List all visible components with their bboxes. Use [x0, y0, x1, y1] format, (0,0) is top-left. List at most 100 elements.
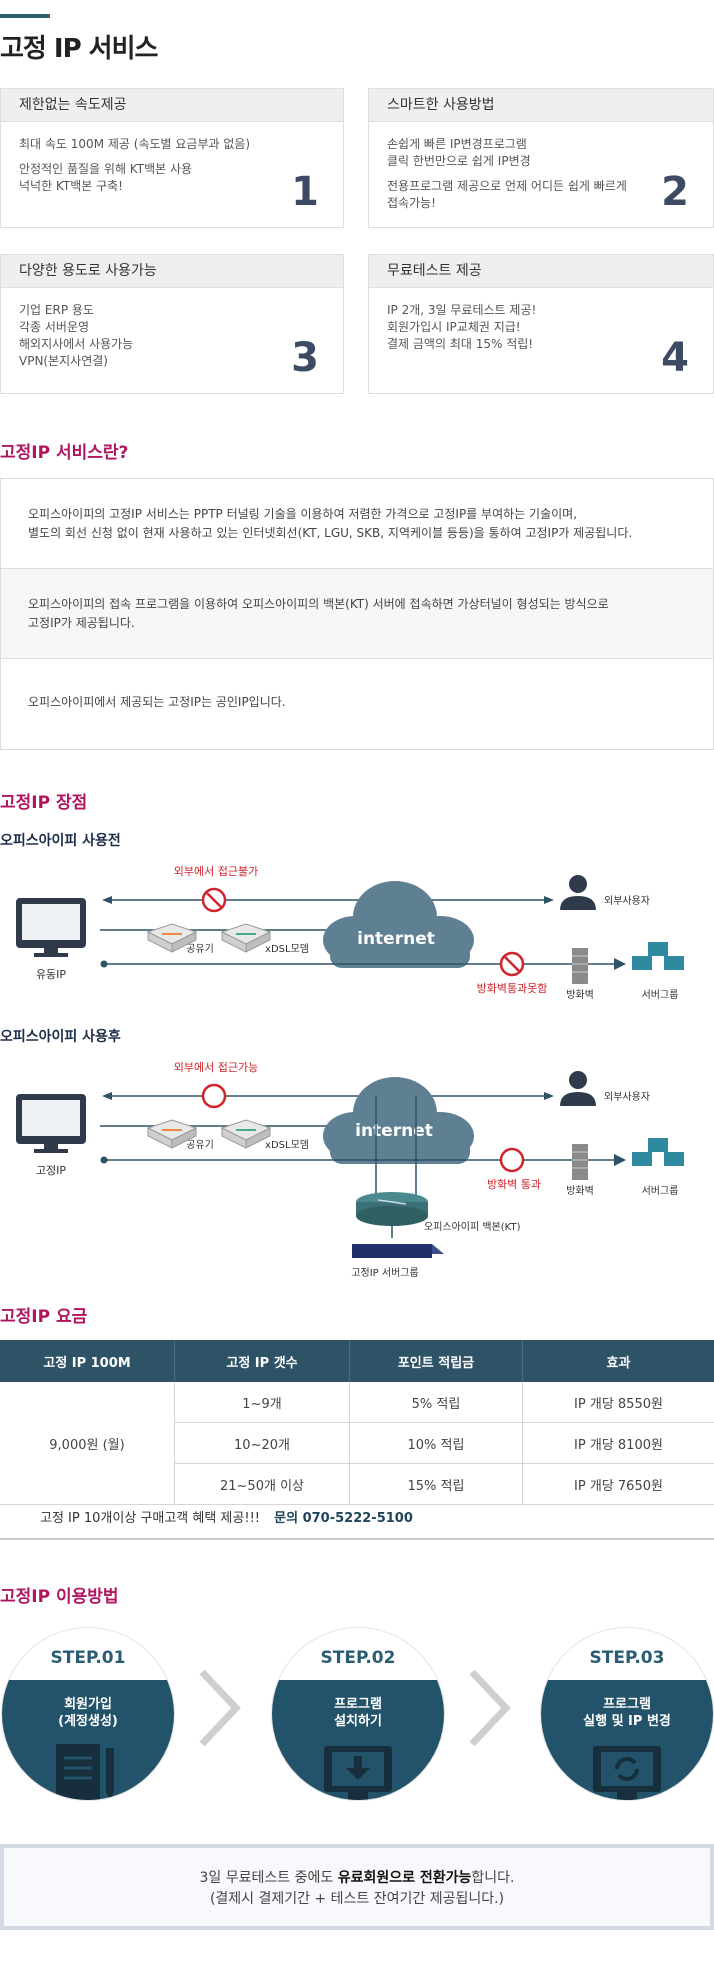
- feature-number: 4: [661, 335, 689, 381]
- refresh-monitor-icon: [593, 1746, 661, 1800]
- table-header: 고정 IP 100M: [0, 1340, 175, 1382]
- pricing-note: 고정 IP 10개이상 구매고객 혜택 제공!!! 문의 070-5222-51…: [0, 1500, 714, 1540]
- table-header: 포인트 적립금: [349, 1340, 523, 1382]
- chevron-right-icon: [199, 1669, 241, 1747]
- step-2: STEP.02 프로그램 설치하기: [272, 1628, 444, 1800]
- network-diagram-after: 외부에서 접근가능 고정IP 공유기 xDSL모뎀 internet 방화벽 통…: [16, 1061, 684, 1279]
- section-title-pricing: 고정IP 요금: [0, 1307, 88, 1327]
- notice-text: 합니다.: [471, 1870, 515, 1886]
- notice-subtext: (결제시 결제기간 + 테스트 잔여기간 제공됩니다.): [209, 1891, 505, 1907]
- feature-line: 전용프로그램 제공으로 언제 어디든 쉽게 빠르게: [387, 179, 627, 193]
- pass-icon: [201, 1083, 227, 1109]
- table-cell: 1~9개: [174, 1382, 350, 1423]
- server-group-icon: [632, 1138, 684, 1166]
- modem-icon: [220, 1119, 272, 1149]
- notice-highlight: 유료회원으로 전환가능: [337, 1870, 472, 1886]
- internet-label: internet: [355, 1121, 433, 1141]
- conversion-notice: 3일 무료테스트 중에도 유료회원으로 전환가능합니다. (결제시 결제기간 +…: [0, 1844, 714, 1930]
- chevron-right-icon: [469, 1669, 511, 1747]
- section-title-advantages: 고정IP 장점: [0, 793, 88, 813]
- step-1: STEP.01 회원가입 (계정생성): [2, 1628, 174, 1800]
- arrow-left-icon: [102, 896, 112, 904]
- feature-line: VPN(본지사연결): [19, 354, 108, 368]
- table-row: 9,000원 (월) 1~9개 5% 적립 IP 개당 8550원: [0, 1382, 714, 1505]
- feature-line: 회원가입시 IP교체권 지급!: [387, 320, 521, 334]
- block-icon: [201, 887, 227, 913]
- table-row: 10~20개 10% 적립 IP 개당 8100원: [0, 1422, 714, 1464]
- about-row: 오피스아이피에서 제공되는 고정IP는 공인IP입니다.: [1, 659, 713, 749]
- section-title-usage: 고정IP 이용방법: [0, 1587, 119, 1607]
- feature-line: 넉넉한 KT백본 구축!: [19, 179, 123, 193]
- feature-number: 2: [661, 169, 689, 215]
- feature-line: 안정적인 품질을 위해 KT백본 사용: [19, 162, 193, 176]
- step-number: STEP.03: [541, 1628, 713, 1680]
- step-3: STEP.03 프로그램 실행 및 IP 변경: [541, 1628, 713, 1800]
- table-cell: 15% 적립: [349, 1463, 523, 1505]
- server-icon: [352, 1244, 444, 1258]
- table-cell: 10~20개: [174, 1422, 350, 1464]
- server-label: 고정IP 서버그룹: [351, 1267, 418, 1279]
- about-text: 오피스아이피의 접속 프로그램을 이용하여 오피스아이피의 백본(KT) 서버에…: [28, 597, 609, 611]
- router-label: 공유기: [186, 943, 214, 955]
- price-cell: 9,000원 (월): [0, 1382, 175, 1505]
- download-monitor-icon: [324, 1746, 392, 1800]
- top-label: 외부에서 접근불가: [174, 865, 258, 878]
- pass-icon: [499, 1147, 525, 1173]
- router-icon: [146, 923, 198, 953]
- monitor-icon: [16, 898, 86, 957]
- block-icon: [499, 951, 525, 977]
- section-title-about: 고정IP 서비스란?: [0, 443, 129, 463]
- table-header: 고정 IP 갯수: [174, 1340, 350, 1382]
- notice-text: 3일 무료테스트 중에도: [199, 1870, 338, 1886]
- router-label: 공유기: [186, 1139, 214, 1151]
- step-label: 프로그램: [603, 1697, 651, 1712]
- title-accent-bar: [0, 14, 50, 18]
- feature-line: IP 2개, 3일 무료테스트 제공!: [387, 303, 537, 317]
- step-label: 프로그램: [334, 1697, 382, 1712]
- feature-title: 무료테스트 제공: [369, 255, 713, 288]
- arrow-right-icon: [614, 1154, 626, 1166]
- internet-label: internet: [357, 929, 435, 949]
- modem-icon: [220, 923, 272, 953]
- table-row: 21~50개 이상 15% 적립 IP 개당 7650원: [0, 1463, 714, 1505]
- pc-label: 유동IP: [36, 968, 66, 981]
- document-pen-icon: [56, 1744, 114, 1800]
- feature-box-usage: 다양한 용도로 사용가능 기업 ERP 용도 각종 서버운영 해외지사에서 사용…: [0, 254, 344, 394]
- router-icon: [146, 1119, 198, 1149]
- contact-phone[interactable]: 문의 070-5222-5100: [274, 1511, 413, 1526]
- backbone-label: 오피스아이피 백본(KT): [424, 1221, 521, 1233]
- step-number: STEP.02: [272, 1628, 444, 1680]
- user-icon: [560, 1071, 596, 1106]
- firewall-block-label: 방화벽통과못함: [477, 982, 548, 995]
- step-label: 실행 및 IP 변경: [583, 1714, 671, 1729]
- pc-label: 고정IP: [36, 1164, 66, 1177]
- about-box: 오피스아이피의 고정IP 서비스는 PPTP 터널링 기술을 이용하여 저렴한 …: [0, 478, 714, 750]
- feature-box-speed: 제한없는 속도제공 최대 속도 100M 제공 (속도별 요금부과 없음) 안정…: [0, 88, 344, 228]
- feature-line: 기업 ERP 용도: [19, 303, 94, 317]
- step-label: 회원가입: [64, 1697, 112, 1712]
- feature-title: 제한없는 속도제공: [1, 89, 343, 122]
- table-cell: IP 개당 7650원: [522, 1463, 714, 1505]
- server-group-label: 서버그룹: [642, 989, 679, 1001]
- arrow-right-icon: [544, 896, 554, 904]
- cloud-icon: [323, 1077, 474, 1164]
- about-row: 오피스아이피의 접속 프로그램을 이용하여 오피스아이피의 백본(KT) 서버에…: [1, 569, 713, 659]
- step-label: 설치하기: [334, 1714, 382, 1729]
- pricing-note-text: 고정 IP 10개이상 구매고객 혜택 제공!!!: [40, 1511, 260, 1526]
- backbone-router-icon: [356, 1192, 428, 1226]
- server-group-label: 서버그룹: [642, 1185, 679, 1197]
- firewall-icon: [572, 948, 588, 984]
- table-cell: 10% 적립: [349, 1422, 523, 1464]
- firewall-icon: [572, 1144, 588, 1180]
- feature-line: 손쉽게 빠른 IP변경프로그램: [387, 137, 527, 151]
- modem-label: xDSL모뎀: [265, 943, 309, 955]
- external-user-label: 외부사용자: [604, 895, 650, 907]
- table-header: 효과: [522, 1340, 714, 1382]
- top-label: 외부에서 접근가능: [174, 1061, 258, 1074]
- pricing-table: 고정 IP 100M 고정 IP 갯수 포인트 적립금 효과 9,000원 (월…: [0, 1340, 714, 1505]
- feature-line: 각종 서버운영: [19, 320, 90, 334]
- about-row: 오피스아이피의 고정IP 서비스는 PPTP 터널링 기술을 이용하여 저렴한 …: [1, 479, 713, 569]
- firewall-pass-label: 방화벽 통과: [487, 1178, 541, 1191]
- server-group-icon: [632, 942, 684, 970]
- feature-line: 결제 금액의 최대 15% 적립!: [387, 337, 534, 351]
